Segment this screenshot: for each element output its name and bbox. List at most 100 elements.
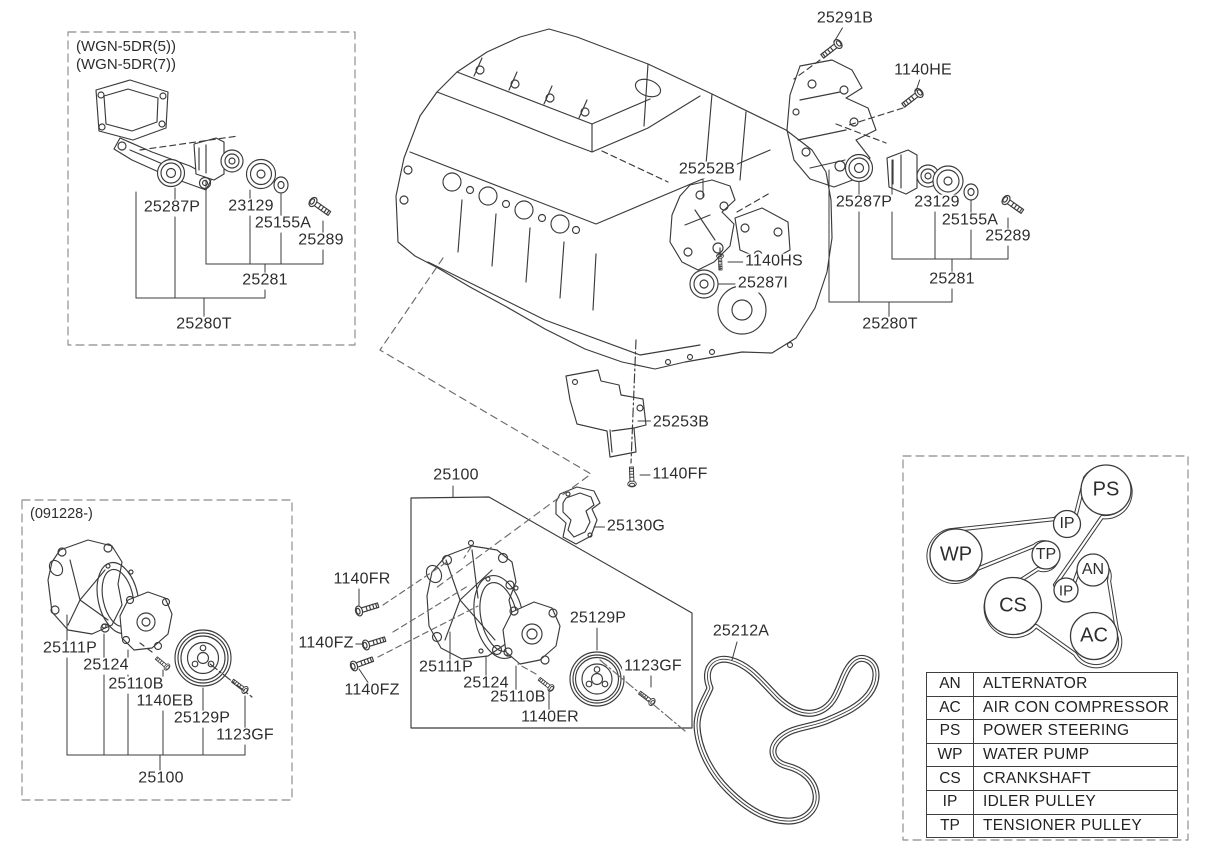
part-label-1123gf-left: 1123GF xyxy=(214,726,276,745)
part-label-23129-left: 23129 xyxy=(226,197,276,216)
pulley-code-an: AN xyxy=(1081,561,1105,578)
part-label-25289-right: 25289 xyxy=(983,227,1033,246)
part-label-25280t-left: 25280T xyxy=(174,315,234,334)
bolt-1140ff-icon xyxy=(626,466,637,488)
part-label-25124-left: 25124 xyxy=(81,656,131,675)
legend-code: PS xyxy=(926,719,974,744)
legend-code: TP xyxy=(926,813,974,839)
pump-25110b-drawing xyxy=(119,591,173,651)
pulley-PS xyxy=(1080,464,1132,516)
pulley-CS xyxy=(983,576,1043,636)
water-pump-center-drawing xyxy=(425,539,657,708)
drive-belt-25212a-drawing xyxy=(693,654,880,825)
pulley-23129-drawing xyxy=(245,158,277,190)
part-label-25287i: 25287I xyxy=(735,274,791,293)
pulley-code-ip-upper: IP xyxy=(1059,515,1075,532)
pulley-AC xyxy=(1069,611,1119,661)
part-label-25129p-center: 25129P xyxy=(567,609,629,628)
pump-25110b-drawing xyxy=(502,601,561,665)
bolt-25289-icon xyxy=(999,193,1026,217)
part-label-25110b-center: 25110B xyxy=(488,688,548,707)
part-label-1140hs: 1140HS xyxy=(743,252,805,271)
pulley-25129p-drawing xyxy=(174,629,232,687)
legend-name: AIR CON COMPRESSOR xyxy=(973,695,1178,721)
pulley-AN xyxy=(1076,553,1110,587)
variant-label-wgn7: (WGN-5DR(7)) xyxy=(76,56,176,73)
bolt-1140fr-icon xyxy=(353,599,381,618)
tensioner-25281-drawing xyxy=(886,149,940,195)
part-label-25280t-right: 25280T xyxy=(860,315,920,334)
legend-code: AN xyxy=(926,672,974,697)
washer-25155a-drawing xyxy=(273,176,289,194)
water-pump-left-drawing xyxy=(47,539,253,698)
pump-assembly-box xyxy=(410,496,693,729)
tensioner-assembly-left-drawing xyxy=(95,79,333,219)
bolt-25289-icon xyxy=(306,195,333,219)
top-left-variant-box xyxy=(67,31,356,346)
pulley-code-wp: WP xyxy=(939,543,973,566)
part-label-1140fz-2: 1140FZ xyxy=(342,681,402,700)
legend-code: WP xyxy=(926,742,974,768)
part-label-1140er: 1140ER xyxy=(519,708,581,727)
pulley-code-tp: TP xyxy=(1035,546,1057,563)
pulley-code-ps: PS xyxy=(1092,478,1120,501)
part-label-25155a-right: 25155A xyxy=(939,211,1001,230)
part-label-1140eb: 1140EB xyxy=(134,692,196,711)
idler-pulley-25287p-drawing xyxy=(844,153,874,183)
bolt-1140eb-icon xyxy=(153,654,172,672)
part-label-23129-right: 23129 xyxy=(912,193,962,212)
part-label-1140fz-1: 1140FZ xyxy=(296,634,356,653)
part-label-25129p-left: 25129P xyxy=(171,709,233,728)
part-label-25252b: 25252B xyxy=(676,160,738,179)
part-label-25155a-left: 25155A xyxy=(252,214,314,233)
idler-pulley-25287p-drawing xyxy=(156,158,186,188)
housing-25111p-drawing xyxy=(47,539,123,635)
alignment-dash-lines xyxy=(377,257,686,732)
bolt-1140fz-icon xyxy=(348,653,376,673)
part-label-25281-left: 25281 xyxy=(240,271,290,290)
leader-lines xyxy=(66,26,1009,771)
tensioner-assembly-right-drawing xyxy=(786,37,1026,217)
legend-name: WATER PUMP xyxy=(973,742,1178,768)
bolt-25291b-icon xyxy=(818,37,845,61)
pulley-TP xyxy=(1031,540,1061,570)
part-label-25281-right: 25281 xyxy=(927,270,977,289)
part-label-25212a: 25212A xyxy=(710,622,772,641)
idler-pulley-25287i-drawing xyxy=(689,247,721,299)
part-label-25111p-center: 25111P xyxy=(417,658,475,677)
part-label-25100-left: 25100 xyxy=(136,769,186,788)
part-label-1123gf-center: 1123GF xyxy=(622,657,684,676)
part-label-25124-center: 25124 xyxy=(461,674,511,693)
tensioner-25281-drawing xyxy=(193,137,244,181)
legend-name: TENSIONER PULLEY xyxy=(973,813,1178,839)
pulley-code-ac: AC xyxy=(1080,624,1108,647)
legend-name: POWER STEERING xyxy=(973,719,1178,744)
bracket-drawing xyxy=(95,79,213,191)
pulley-WP xyxy=(929,528,983,582)
support-bracket-25252b-drawing xyxy=(601,150,771,271)
housing-25111p-drawing xyxy=(425,539,517,660)
bolt-1140fz-icon xyxy=(360,633,388,652)
belt-routing-diagram xyxy=(926,464,1133,669)
part-label-1140fr: 1140FR xyxy=(331,570,393,589)
legend-code: IP xyxy=(926,789,974,815)
part-label-25111p-left: 25111P xyxy=(41,639,99,658)
legend-name: IDLER PULLEY xyxy=(973,789,1178,815)
belt-diagram-box xyxy=(902,455,1189,841)
part-label-1140he: 1140HE xyxy=(892,61,954,80)
gasket-25130g-drawing xyxy=(555,486,601,545)
part-label-25130g: 25130G xyxy=(604,517,668,536)
bracket-drawing xyxy=(786,59,877,188)
part-label-25253b: 25253B xyxy=(650,413,712,432)
variant-label-091228: (091228-) xyxy=(30,506,93,522)
bolt-1140he-icon xyxy=(899,86,926,110)
legend-name: ALTERNATOR xyxy=(973,672,1178,697)
legend-name: CRANKSHAFT xyxy=(973,766,1178,791)
